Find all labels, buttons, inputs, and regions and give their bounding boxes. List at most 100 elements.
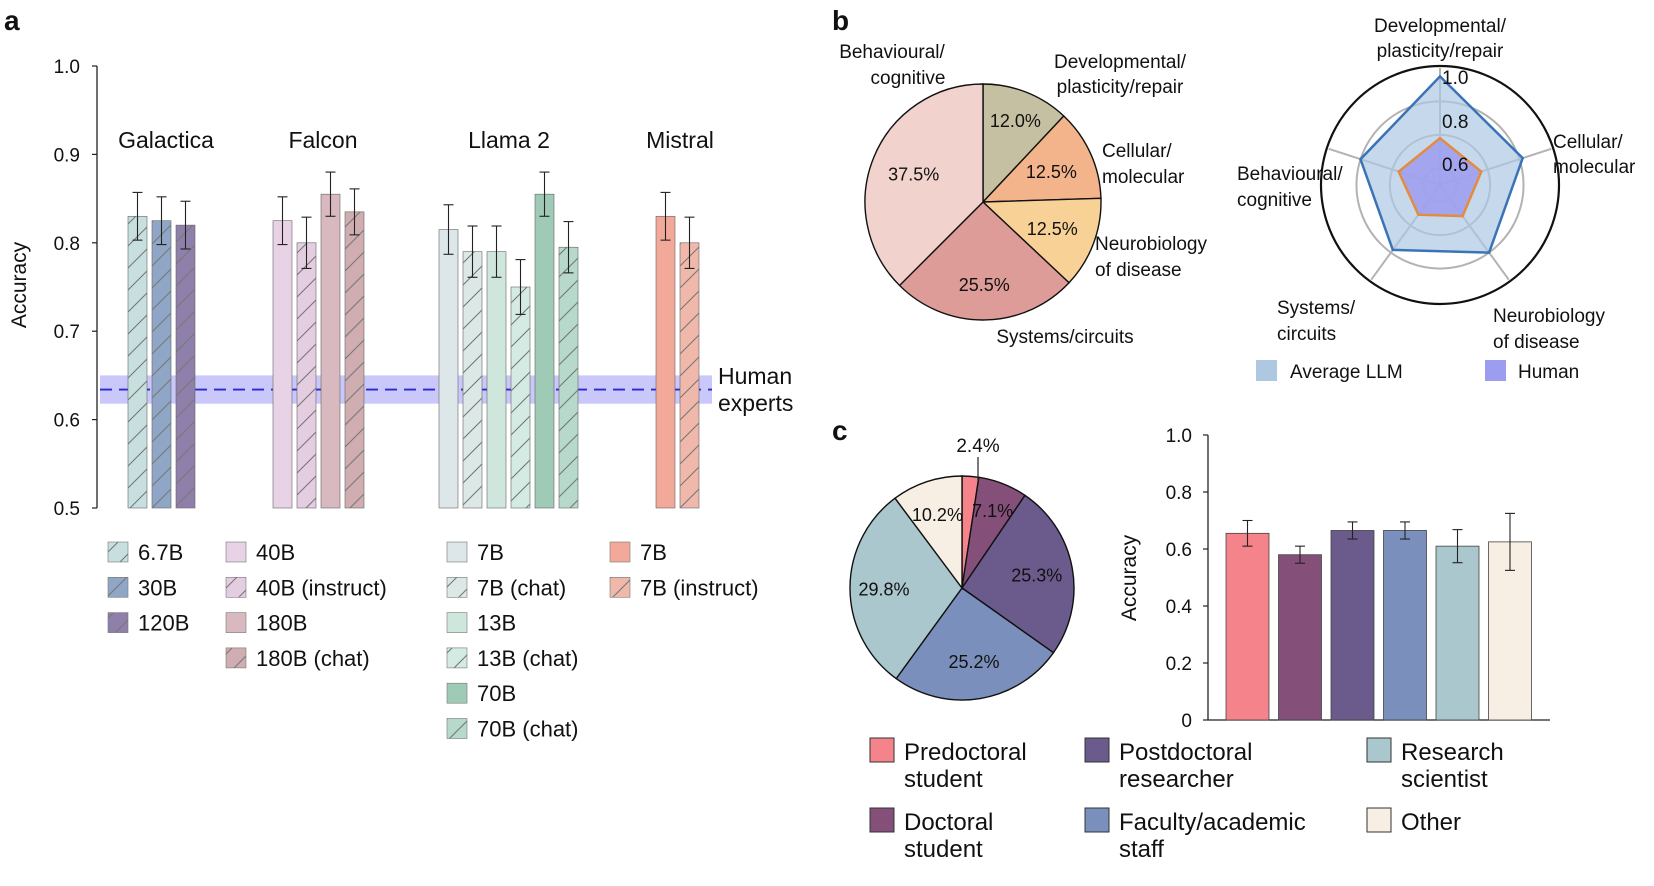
pie-b-pct-cellular-molecular: 12.5% (1026, 162, 1077, 182)
legend-swatch-llama-2-70b (446, 682, 468, 704)
panel-a-ylabel: Accuracy (8, 241, 31, 328)
pie-c-label-other: 2.4% (956, 436, 999, 457)
legend-label-mistral-7b: 7B (640, 540, 667, 565)
pie-c-pct-postdoctoral-researcher: 25.2% (949, 652, 1000, 672)
pie-b-pct-behavioural-cognitive: 37.5% (888, 164, 939, 184)
panel-a-ytick-label-4: 0.9 (54, 145, 80, 166)
pie-c-pct-doctoral-student: 29.8% (858, 579, 909, 599)
legend-swatch-llama-2-13b (446, 612, 468, 633)
legend-label-falcon-40b: 40B (256, 540, 295, 565)
radar-outer-circle (1319, 64, 1561, 306)
bar-c-postdoctoral-researcher (1330, 530, 1375, 721)
panel-b-pie-chart: 12.0% 12.5% 12.5% 25.5% 37.5% Behavioural/ c… (839, 42, 1207, 348)
pie-b-pct-neurobiology-of-disease: 12.5% (1027, 219, 1078, 239)
legend-label-galactica-120b: 120B (138, 611, 189, 636)
bar-falcon-40b (272, 220, 293, 509)
panel-a-ytick-label-0: 0.5 (54, 499, 80, 520)
pie-c-slice-doctoral-student (849, 497, 963, 680)
pie-b-label-behavioural-1: Behavioural/ (839, 42, 945, 63)
pie-b-label-neuro-1: Neurobiology (1095, 234, 1207, 255)
legend-c-label-1-predoctoral-student: Predoctoral (904, 739, 1027, 766)
legend-c-label-2-faculty-academic-staff: staff (1119, 836, 1164, 863)
legend-swatch-falcon-40b (225, 541, 247, 563)
pie-b-pct-systems-circuits: 25.5% (959, 275, 1010, 295)
panel-c-ylabel: Accuracy (1118, 534, 1141, 621)
panel-c-ytick-label-5: 1.0 (1166, 426, 1192, 447)
bar-mistral-7b (655, 215, 676, 509)
group-label-mistral: Mistral (646, 127, 714, 153)
legend-swatch-hatch-galactica-6-7b (108, 542, 128, 562)
legend-swatch-falcon-180b (225, 612, 247, 633)
pie-b-slice-neurobiology-of-disease (981, 197, 1102, 284)
radar-axis-behavioural-2: cognitive (1237, 190, 1312, 211)
bar-c-faculty-academic-staff (1383, 530, 1427, 721)
panel-c-ytick-label-4: 0.8 (1166, 483, 1192, 504)
legend-swatch-hatch-galactica-30b (108, 577, 128, 598)
pie-b-slice-systems-circuits (898, 201, 1071, 321)
legend-swatch-hatch-falcon-180b-chat (226, 647, 246, 668)
bar-hatch-falcon-40b-instruct (297, 242, 316, 509)
bar-hatch-llama-2-70b-chat (559, 247, 578, 508)
legend-label-falcon-180b-chat: 180B (chat) (256, 646, 370, 671)
pie-b-label-neuro-2: of disease (1095, 260, 1182, 281)
radar-rtick-1: 0.8 (1442, 112, 1468, 133)
legend-swatch-hatch-llama-2-13b-chat (447, 647, 467, 668)
legend-c-label-1-doctoral-student: Doctoral (904, 809, 993, 836)
radar-rtick-0: 0.6 (1442, 155, 1468, 176)
legend-swatch-hatch-galactica-120b (108, 612, 128, 633)
group-label-falcon: Falcon (288, 127, 357, 153)
bar-hatch-llama-2-13b-chat (511, 287, 530, 508)
legend-c-label-1-other: Other (1401, 809, 1461, 836)
pie-b-label-cellular-2: molecular (1102, 167, 1185, 188)
legend-label-human: Human (1518, 362, 1579, 383)
panel-label-a: a (4, 5, 20, 36)
group-label-llama-2: Llama 2 (468, 127, 550, 153)
legend-c-label-2-predoctoral-student: student (904, 766, 983, 793)
panel-c-ytick-label-0: 0 (1181, 711, 1192, 732)
legend-swatch-hatch-llama-2-7b-chat (447, 577, 467, 598)
panel-c-bar-chart: Accuracy 00.20.40.60.81.0 (1118, 426, 1550, 732)
legend-c-label-1-research-scientist: Research (1401, 739, 1504, 766)
legend-swatch-mistral-7b (609, 541, 631, 563)
panel-c-ytick-label-3: 0.6 (1166, 540, 1192, 561)
bar-llama-2-7b (438, 229, 459, 509)
panel-a-ytick-label-3: 0.8 (54, 234, 80, 255)
pie-c-slice-predoctoral-student (894, 475, 963, 591)
legend-swatch-hatch-llama-2-70b-chat (447, 718, 467, 739)
group-label-galactica: Galactica (118, 127, 214, 153)
bar-hatch-galactica-6-7b (128, 216, 147, 508)
legend-c-label-1-faculty-academic-staff: Faculty/academic (1119, 809, 1306, 836)
pie-b-slice-behavioural-cognitive (864, 83, 984, 287)
legend-label-llama-2-70b-chat: 70B (chat) (477, 717, 579, 742)
panel-c-legend: PredoctoralstudentPostdoctoralresearcher… (869, 737, 1504, 863)
pie-b-pct-developmental-plasticity-repair: 12.0% (990, 111, 1041, 131)
bar-llama-2-70b (534, 193, 555, 509)
legend-label-galactica-6-7b: 6.7B (138, 540, 183, 565)
human-experts-label-2: experts (718, 390, 793, 416)
legend-c-swatch-faculty-academic-staff (1084, 807, 1110, 833)
legend-label-mistral-7b-instruct: 7B (instruct) (640, 575, 759, 600)
legend-c-swatch-research-scientist (1366, 737, 1392, 763)
legend-label-llama-2-7b: 7B (477, 540, 504, 565)
bar-c-doctoral-student (1278, 554, 1322, 721)
bar-hatch-falcon-180b-chat (345, 211, 364, 509)
legend-swatch-hatch-mistral-7b-instruct (610, 577, 630, 598)
legend-c-label-2-research-scientist: scientist (1401, 766, 1488, 793)
bar-hatch-galactica-120b (176, 225, 195, 508)
panel-b-radar-chart: 0.60.81.0 Developmental/ plasticity/repa… (1237, 16, 1636, 383)
pie-b-label-developmental-2: plasticity/repair (1057, 77, 1184, 98)
legend-label-average-llm: Average LLM (1290, 362, 1403, 383)
radar-axis-cellular-1: Cellular/ (1553, 132, 1623, 153)
pie-c-slice-faculty-academic-staff (961, 494, 1075, 654)
legend-swatch-average-llm (1256, 360, 1277, 381)
legend-label-falcon-180b: 180B (256, 611, 307, 636)
legend-label-llama-2-13b: 13B (477, 611, 516, 636)
bar-c-predoctoral-student (1225, 532, 1270, 721)
pie-b-label-behavioural-2: cognitive (871, 68, 946, 89)
legend-c-swatch-other (1366, 807, 1392, 833)
legend-swatch-llama-2-7b (446, 541, 468, 563)
panel-c-ytick-label-2: 0.4 (1166, 597, 1193, 618)
legend-label-llama-2-13b-chat: 13B (chat) (477, 646, 579, 671)
legend-c-swatch-predoctoral-student (869, 737, 895, 763)
